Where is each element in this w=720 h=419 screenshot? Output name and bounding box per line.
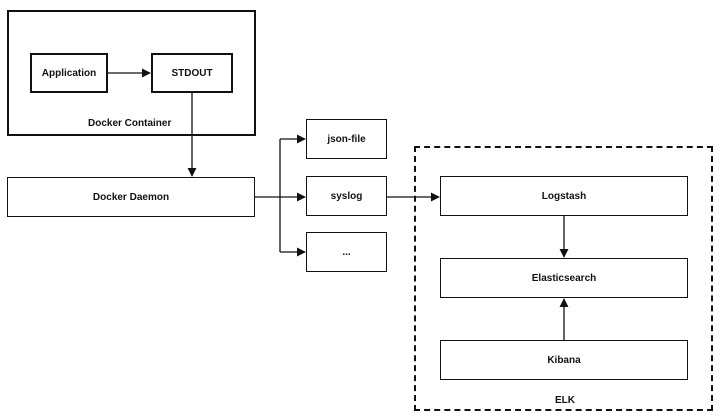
elk-label: ELK (555, 395, 575, 406)
logstash-node: Logstash (440, 176, 688, 216)
kibana-node: Kibana (440, 340, 688, 380)
elk-group-frame (414, 146, 713, 411)
docker-container-label: Docker Container (88, 118, 172, 129)
log-driver-json-file: json-file (306, 119, 387, 159)
elasticsearch-node: Elasticsearch (440, 258, 688, 298)
docker-daemon-node: Docker Daemon (7, 177, 255, 217)
application-node: Application (30, 53, 108, 93)
log-driver-ellipsis: ... (306, 232, 387, 272)
stdout-node: STDOUT (151, 53, 233, 93)
log-driver-syslog: syslog (306, 176, 387, 216)
